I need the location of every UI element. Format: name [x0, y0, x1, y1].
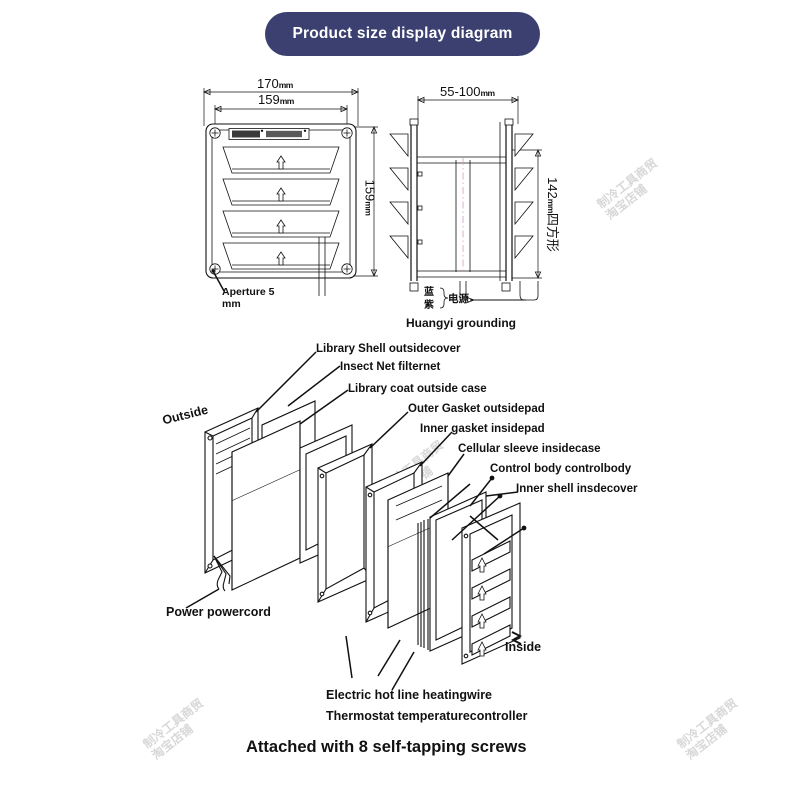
exploded-assembly-drawing — [185, 351, 527, 691]
dim-width-inner: 159mm — [258, 92, 294, 107]
callout-library-shell-outsidecover: Library Shell outsidecover — [316, 343, 461, 355]
side-view-drawing — [389, 96, 542, 309]
page-title: Product size display diagram — [292, 25, 513, 42]
callout-library-coat-outside-case: Library coat outside case — [348, 383, 487, 395]
callout-inner-gasket-insidepad: Inner gasket insidepad — [420, 423, 545, 435]
dim-depth-range: 55-100mm — [440, 84, 495, 99]
orientation-inside-label: Inside — [505, 640, 542, 654]
callout-insect-net-filternet: Insect Net filternet — [340, 361, 441, 373]
grounding-label: Huangyi grounding — [406, 316, 516, 330]
callout-electric-hot-line-heatingwire: Electric hot line heatingwire — [326, 688, 493, 702]
aperture-note: Aperture 5 mm — [222, 286, 275, 311]
callout-outer-gasket-outsidepad: Outer Gasket outsidepad — [408, 403, 545, 415]
dim-front-height: 159mm — [362, 179, 378, 216]
power-supply-label: 电源 — [448, 293, 469, 305]
callout-thermostat-temperaturecontroller: Thermostat temperaturecontroller — [326, 709, 528, 723]
callout-cellular-sleeve-insidecase: Cellular sleeve insidecase — [458, 443, 601, 455]
callout-control-body-controlbody: Control body controlbody — [490, 463, 632, 475]
page-title-banner: Product size display diagram — [265, 12, 540, 56]
dim-width-outer: 170mm — [257, 76, 293, 91]
wire-color-purple: 紫 — [424, 300, 434, 311]
callout-inner-shell-insdecover: Inner shell insdecover — [516, 483, 638, 495]
footer-note: Attached with 8 self-tapping screws — [246, 738, 527, 756]
dim-side-height: 142mm四方形 — [544, 177, 560, 252]
callout-power-powercord: Power powercord — [166, 605, 271, 619]
front-view-drawing — [202, 88, 378, 296]
wire-color-blue: 蓝 — [424, 287, 434, 298]
